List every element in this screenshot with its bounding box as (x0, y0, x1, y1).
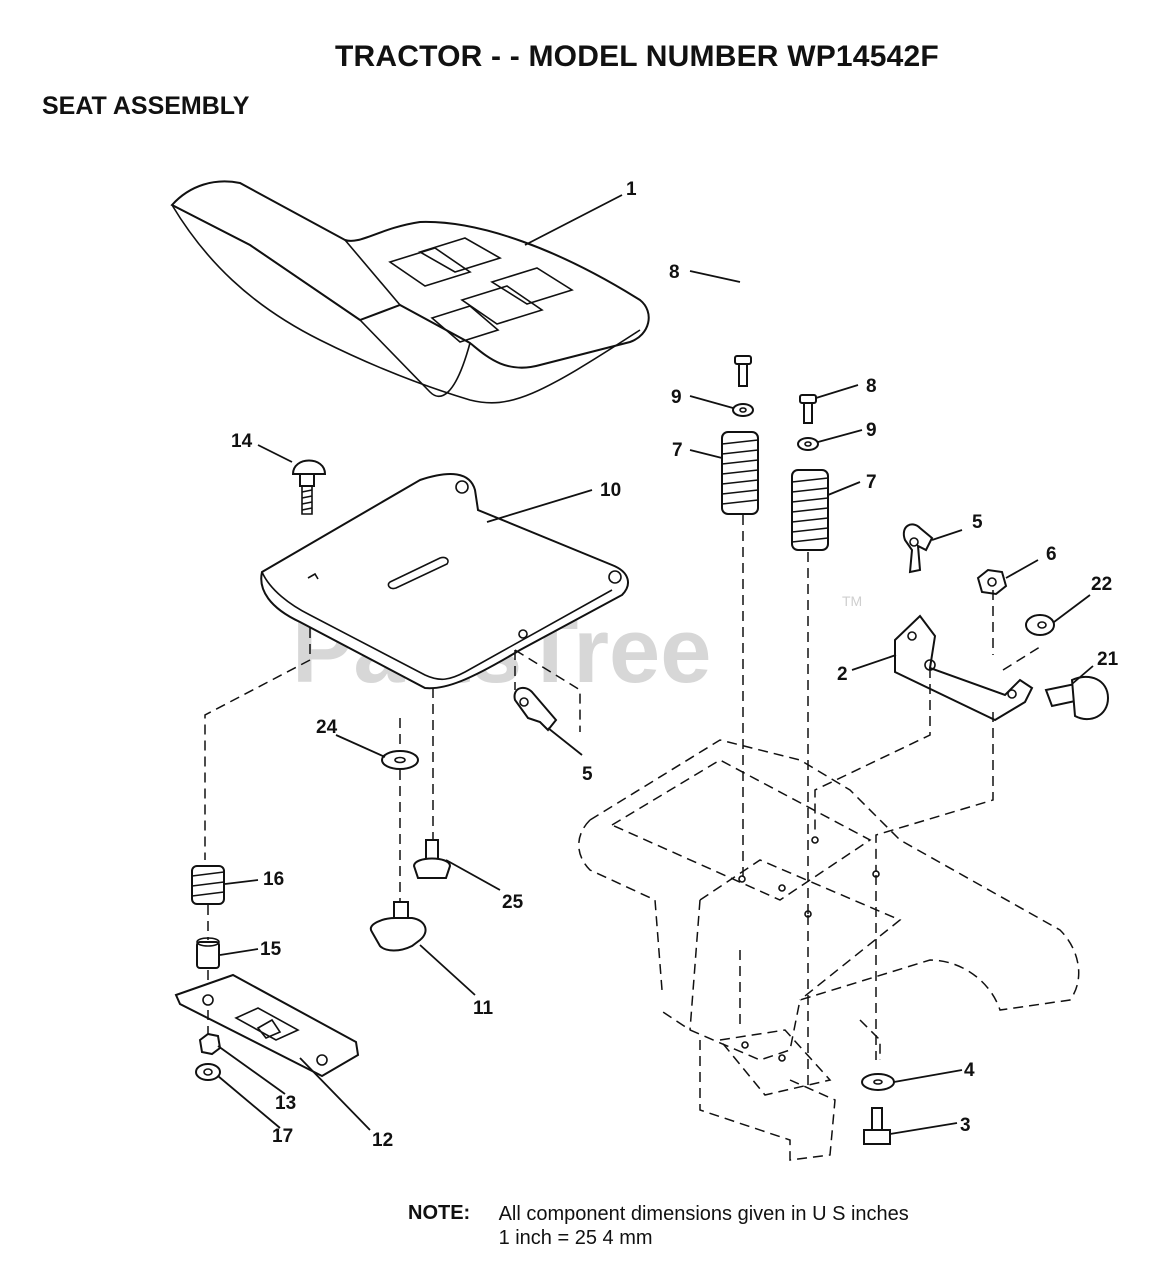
callout-11: 11 (473, 998, 494, 1019)
part-plate-12[interactable] (174, 973, 360, 1078)
part-carriage-bolt[interactable] (291, 459, 327, 515)
section-title: SEAT ASSEMBLY (42, 92, 250, 120)
callout-8-left: 8 (669, 262, 680, 283)
callout-8-right: 8 (866, 376, 877, 397)
callout-7-right: 7 (866, 472, 877, 493)
part-nut-17[interactable] (195, 1063, 221, 1081)
part-clip-upper[interactable] (902, 523, 934, 574)
part-washer-4[interactable] (861, 1073, 895, 1091)
part-washer-24[interactable] (381, 750, 419, 770)
part-bolt-3[interactable] (863, 1107, 891, 1145)
part-spacer-15[interactable] (196, 937, 220, 969)
part-shoulder-bolt[interactable] (1044, 675, 1110, 721)
tractor-body-outline (578, 739, 1080, 1161)
callout-4: 4 (964, 1060, 975, 1081)
part-knob[interactable] (369, 901, 427, 952)
part-seat-pan[interactable] (260, 473, 629, 690)
part-nut-13[interactable] (198, 1032, 222, 1056)
callout-7-left: 7 (672, 440, 683, 461)
watermark-tm: TM (842, 593, 862, 609)
callout-12: 12 (372, 1130, 393, 1151)
note-body: All component dimensions given in U S in… (499, 1202, 909, 1250)
part-seat[interactable] (170, 180, 650, 404)
callout-13: 13 (275, 1093, 296, 1114)
callout-17: 17 (272, 1126, 293, 1147)
callout-5-upper: 5 (972, 512, 983, 533)
callout-5-lower: 5 (582, 764, 593, 785)
part-washer-left[interactable] (732, 403, 754, 417)
callout-9-left: 9 (671, 387, 682, 408)
callout-25: 25 (502, 892, 524, 913)
part-washer-22[interactable] (1025, 614, 1055, 636)
part-nut[interactable] (976, 568, 1008, 596)
dimension-note: NOTE: All component dimensions given in … (408, 1202, 909, 1250)
page-title: TRACTOR - - MODEL NUMBER WP14542F (335, 40, 939, 73)
callout-15: 15 (260, 939, 282, 960)
callout-10: 10 (600, 480, 621, 501)
part-bracket[interactable] (894, 614, 1034, 722)
callout-16: 16 (263, 869, 284, 890)
part-bolt-right[interactable] (799, 394, 817, 424)
callout-6: 6 (1046, 544, 1057, 565)
part-washer-right[interactable] (797, 437, 819, 451)
callout-2: 2 (837, 664, 848, 685)
part-spring-left[interactable] (721, 431, 759, 515)
part-bolt-left[interactable] (734, 355, 752, 387)
callout-9-right: 9 (866, 420, 877, 441)
part-spring-16[interactable] (191, 865, 225, 905)
callout-14: 14 (231, 431, 253, 452)
callout-24: 24 (316, 717, 338, 738)
callout-1: 1 (626, 179, 637, 200)
part-clip-lower[interactable] (513, 686, 558, 732)
part-spring-right[interactable] (791, 469, 829, 551)
callout-21: 21 (1097, 649, 1119, 670)
note-label: NOTE: (408, 1202, 471, 1224)
callout-3: 3 (960, 1115, 971, 1136)
part-bolt-25[interactable] (412, 839, 452, 879)
callout-22: 22 (1091, 574, 1112, 595)
note-line-2: 1 inch = 25 4 mm (498, 1227, 653, 1249)
note-line-1: All component dimensions given in U S in… (498, 1203, 909, 1225)
